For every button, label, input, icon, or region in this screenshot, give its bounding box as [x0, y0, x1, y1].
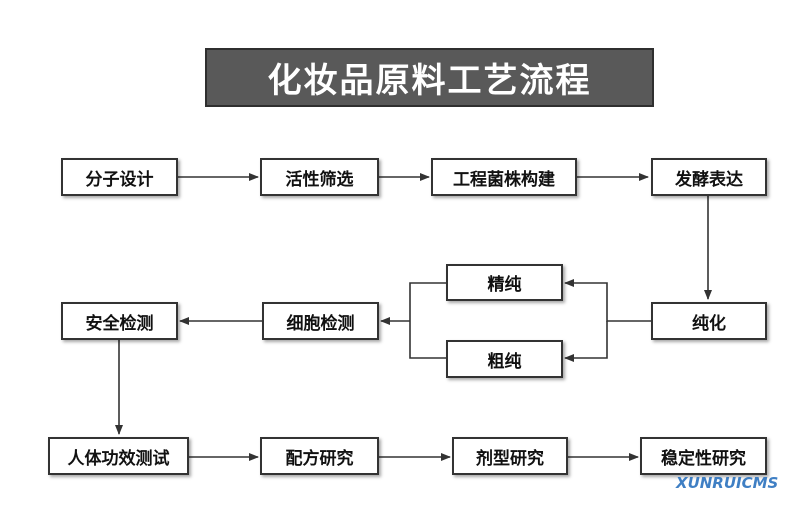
watermark-logo: XUNRUICMS	[676, 474, 779, 492]
node-human-efficacy-test: 人体功效测试	[48, 437, 189, 475]
node-formulation-research: 配方研究	[260, 437, 379, 475]
node-purification: 纯化	[651, 302, 767, 340]
node-stability-research: 稳定性研究	[640, 437, 767, 475]
node-dosage-form-research: 剂型研究	[452, 437, 568, 475]
arrow-fine-merge	[409, 282, 446, 359]
node-engineered-strain: 工程菌株构建	[431, 158, 577, 196]
node-activity-screening: 活性筛选	[260, 158, 379, 196]
node-fine-purification: 精纯	[446, 264, 563, 301]
node-cell-testing: 细胞检测	[262, 302, 379, 340]
arrow-purification-to-crude	[564, 321, 608, 362]
node-fermentation-expression: 发酵表达	[651, 158, 767, 196]
arrow-purification-to-fine	[564, 279, 651, 322]
node-crude-purification: 粗纯	[446, 340, 563, 378]
diagram-title: 化妆品原料工艺流程	[205, 48, 654, 107]
node-molecular-design: 分子设计	[61, 158, 178, 196]
node-safety-testing: 安全检测	[61, 302, 178, 340]
